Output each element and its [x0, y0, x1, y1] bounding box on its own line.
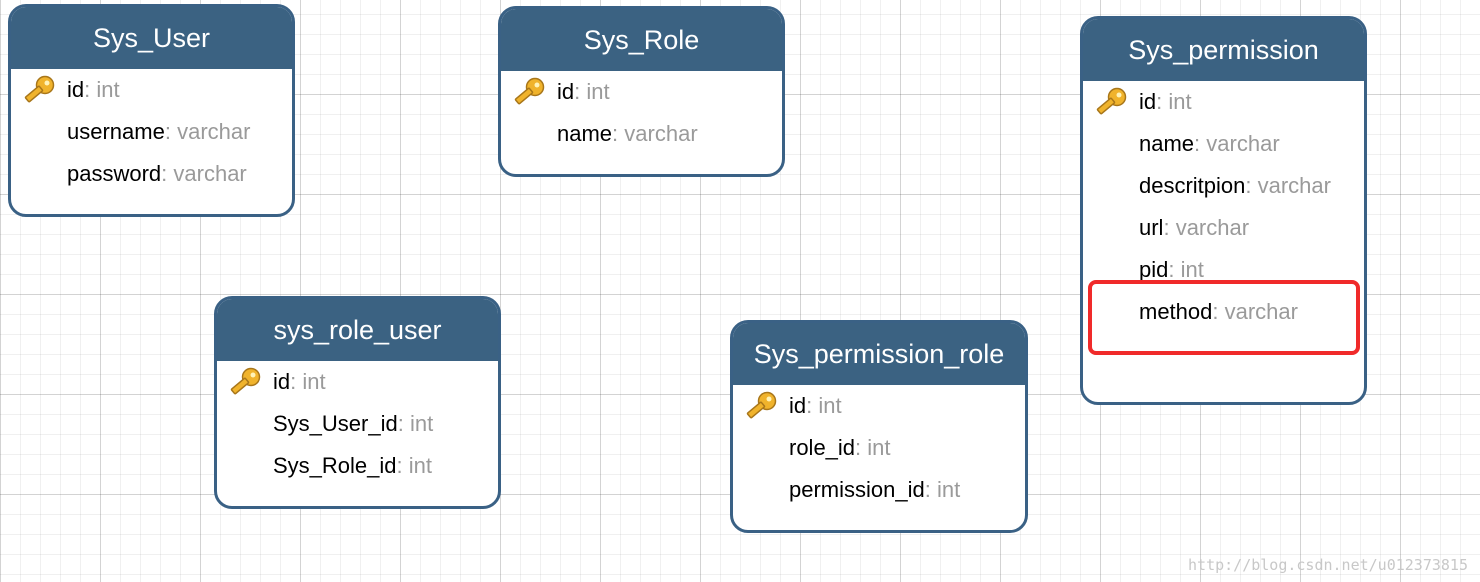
field-row[interactable]: role_id: int	[733, 427, 1025, 469]
field-row[interactable]: pid: int	[1083, 249, 1364, 291]
field-separator: :	[1194, 131, 1207, 156]
field-row[interactable]: id: int	[217, 361, 498, 403]
field-type: int	[936, 477, 961, 502]
field-name: id	[789, 393, 807, 418]
key-icon	[1095, 87, 1129, 117]
field-row[interactable]: url: varchar	[1083, 207, 1364, 249]
field-type: int	[408, 453, 432, 478]
field-separator: :	[397, 411, 410, 436]
field-type: int	[867, 435, 891, 460]
field-separator: :	[1245, 173, 1258, 198]
field-list: id: int name: varchar descritpion: varch…	[1083, 81, 1364, 333]
field-list: id: int role_id: int permission_id: int	[733, 385, 1025, 511]
field-row[interactable]: name: varchar	[501, 113, 782, 155]
field-separator: :	[290, 369, 303, 394]
table-title: Sys_Role	[501, 9, 782, 71]
field-row[interactable]: method: varchar	[1083, 291, 1364, 333]
field-row[interactable]: Sys_User_id: int	[217, 403, 498, 445]
field-name: Sys_User_id	[273, 411, 398, 436]
field-type: varchar	[1257, 173, 1331, 198]
field-name: permission_id	[789, 477, 925, 502]
field-row[interactable]: id: int	[501, 71, 782, 113]
table-title: Sys_User	[11, 7, 292, 69]
key-icon	[229, 367, 263, 397]
field-type: int	[96, 77, 120, 102]
field-row[interactable]: username: varchar	[11, 111, 292, 153]
field-row[interactable]: id: int	[11, 69, 292, 111]
field-separator: :	[1168, 257, 1181, 282]
field-name: descritpion	[1139, 173, 1246, 198]
table-sys-role[interactable]: Sys_Role id: int name: varchar	[498, 6, 785, 177]
table-sys-permission-role[interactable]: Sys_permission_role id: int role_id: int…	[730, 320, 1028, 533]
field-type: int	[818, 393, 842, 418]
field-row[interactable]: id: int	[733, 385, 1025, 427]
field-separator: :	[574, 79, 587, 104]
table-sys-role-user[interactable]: sys_role_user id: int Sys_User_id: int S…	[214, 296, 501, 509]
field-name: password	[67, 161, 162, 186]
field-separator: :	[924, 477, 937, 502]
key-icon	[513, 77, 547, 107]
field-name: id	[273, 369, 291, 394]
field-separator: :	[1156, 89, 1169, 114]
field-separator: :	[855, 435, 868, 460]
field-separator: :	[84, 77, 97, 102]
field-separator: :	[806, 393, 819, 418]
field-name: method	[1139, 299, 1213, 324]
field-type: varchar	[624, 121, 698, 146]
field-type: varchar	[173, 161, 247, 186]
field-row[interactable]: permission_id: int	[733, 469, 1025, 511]
field-row[interactable]: Sys_Role_id: int	[217, 445, 498, 487]
field-row[interactable]: password: varchar	[11, 153, 292, 195]
table-sys-permission[interactable]: Sys_permission id: int name: varchar des…	[1080, 16, 1367, 405]
field-name: url	[1139, 215, 1164, 240]
field-type: int	[302, 369, 326, 394]
field-name: id	[1139, 89, 1157, 114]
field-separator: :	[161, 161, 174, 186]
field-type: varchar	[177, 119, 251, 144]
field-row[interactable]: descritpion: varchar	[1083, 165, 1364, 207]
field-name: username	[67, 119, 165, 144]
field-name: id	[557, 79, 575, 104]
field-name: role_id	[789, 435, 856, 460]
field-name: name	[1139, 131, 1195, 156]
key-icon	[23, 75, 57, 105]
field-name: id	[67, 77, 85, 102]
highlight-box	[1088, 280, 1360, 355]
table-title: Sys_permission_role	[733, 323, 1025, 385]
field-type: int	[409, 411, 434, 436]
field-type: int	[586, 79, 610, 104]
key-icon	[745, 391, 779, 421]
watermark: http://blog.csdn.net/u012373815	[1188, 556, 1468, 574]
table-sys-user[interactable]: Sys_User id: int username: varchar passw…	[8, 4, 295, 217]
field-name: Sys_Role_id	[273, 453, 397, 478]
field-type: varchar	[1206, 131, 1280, 156]
field-type: varchar	[1175, 215, 1250, 240]
table-title: sys_role_user	[217, 299, 498, 361]
table-title: Sys_permission	[1083, 19, 1364, 81]
field-separator: :	[612, 121, 625, 146]
field-list: id: int name: varchar	[501, 71, 782, 155]
field-separator: :	[164, 119, 178, 144]
field-row[interactable]: id: int	[1083, 81, 1364, 123]
field-type: int	[1168, 89, 1192, 114]
field-name: name	[557, 121, 613, 146]
field-list: id: int username: varchar password: varc…	[11, 69, 292, 195]
field-separator: :	[396, 453, 409, 478]
field-row[interactable]: name: varchar	[1083, 123, 1364, 165]
field-type: varchar	[1224, 299, 1298, 324]
field-name: pid	[1139, 257, 1169, 282]
field-list: id: int Sys_User_id: int Sys_Role_id: in…	[217, 361, 498, 487]
field-separator: :	[1163, 215, 1176, 240]
field-type: int	[1180, 257, 1204, 282]
field-separator: :	[1212, 299, 1225, 324]
